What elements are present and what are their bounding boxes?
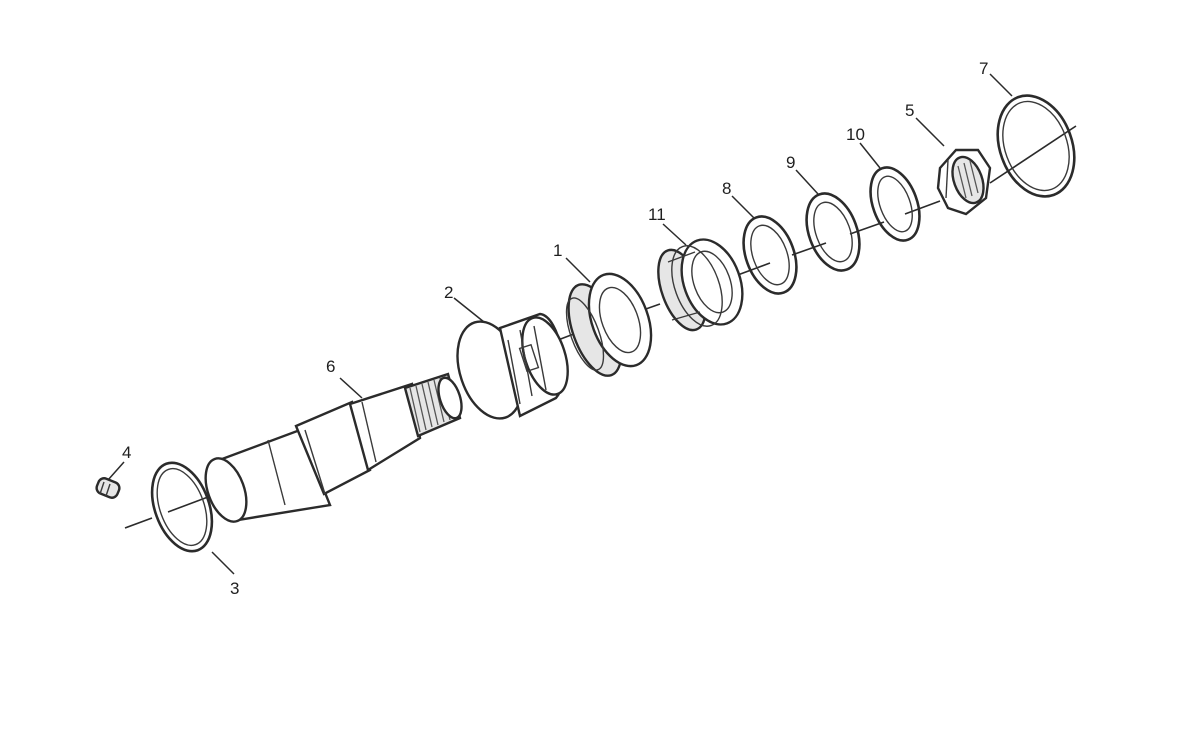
- part-3-o-ring: [150, 461, 214, 553]
- part-10-washer: [869, 166, 921, 242]
- callout-11: 11: [648, 205, 666, 224]
- part-4-grease-fitting: [95, 477, 121, 499]
- callout-4: 4: [122, 443, 131, 462]
- part-1-bearing: [565, 272, 653, 377]
- part-5-hex-nut: [936, 148, 992, 216]
- part-7-o-ring: [996, 94, 1076, 198]
- callout-7: 7: [979, 59, 988, 78]
- callout-8: 8: [722, 179, 731, 198]
- part-11-collar: [657, 238, 744, 332]
- callout-10: 10: [846, 125, 865, 144]
- callout-6: 6: [326, 357, 335, 376]
- part-8-ring: [742, 215, 798, 295]
- callout-1: 1: [553, 241, 562, 260]
- leader-lines: [107, 73, 1013, 575]
- callout-3: 3: [230, 579, 239, 598]
- callout-2: 2: [444, 283, 453, 302]
- callout-5: 5: [905, 101, 914, 120]
- part-2-sleeve: [456, 312, 569, 420]
- part-9-ring: [805, 192, 861, 272]
- callout-9: 9: [786, 153, 795, 172]
- shaft-thread: [409, 377, 451, 433]
- part-6-shaft: [204, 372, 463, 523]
